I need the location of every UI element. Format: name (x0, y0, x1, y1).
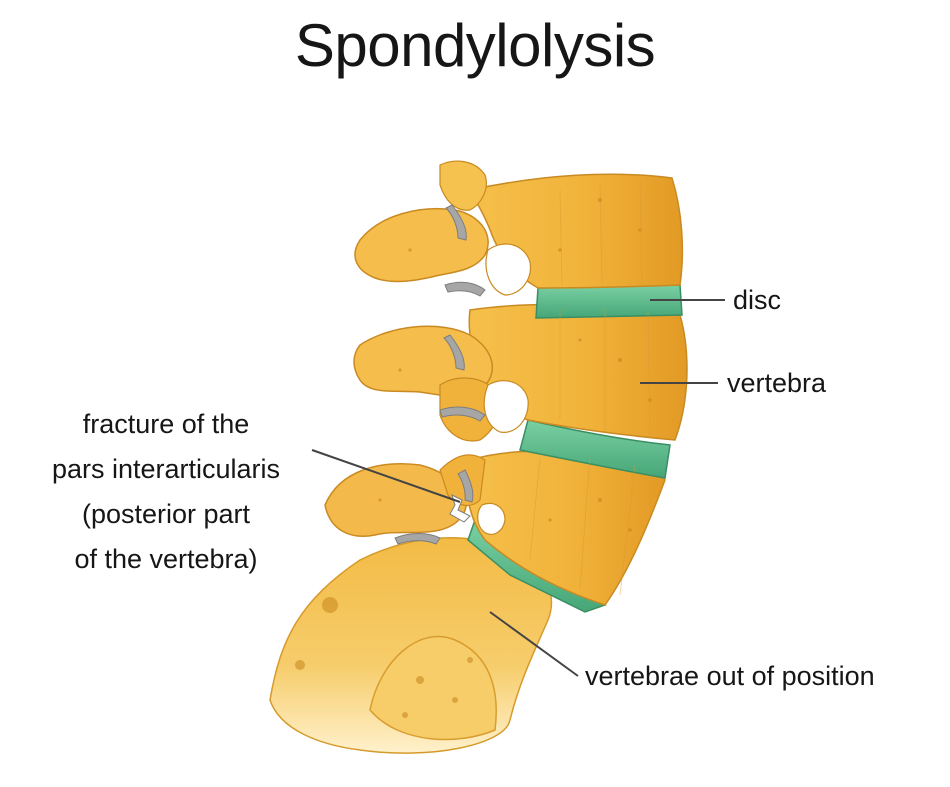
sacral-foramen (369, 635, 497, 741)
label-fracture-line-4: of the vertebra) (74, 544, 258, 574)
body-striations (529, 181, 651, 596)
vertebra-top-process (439, 160, 487, 211)
label-fracture-pars: fracture of the pars interarticularis (p… (34, 402, 298, 582)
label-fracture-line-2: pars interarticularis (51, 454, 281, 484)
label-disc: disc (733, 285, 782, 315)
bone-speckles (378, 198, 652, 532)
disc-middle (519, 419, 671, 479)
leader-line-fracture (311, 449, 461, 503)
spinal-canal-gaps (477, 243, 532, 535)
label-fracture-line-3: (posterior part (81, 499, 251, 529)
leader-line-out-of-position (489, 611, 579, 677)
label-fracture-line-1: fracture of the (82, 409, 250, 439)
sacrum-speckles (295, 597, 473, 718)
label-vertebrae-out-of-position: vertebrae out of position (585, 661, 875, 691)
disc-top (535, 284, 683, 319)
pars-fracture (449, 494, 471, 523)
diagram-title: Spondylolysis (294, 12, 656, 79)
label-vertebra: vertebra (727, 368, 827, 398)
vertebra-top-arch (354, 208, 489, 283)
facet-joints (394, 204, 486, 545)
